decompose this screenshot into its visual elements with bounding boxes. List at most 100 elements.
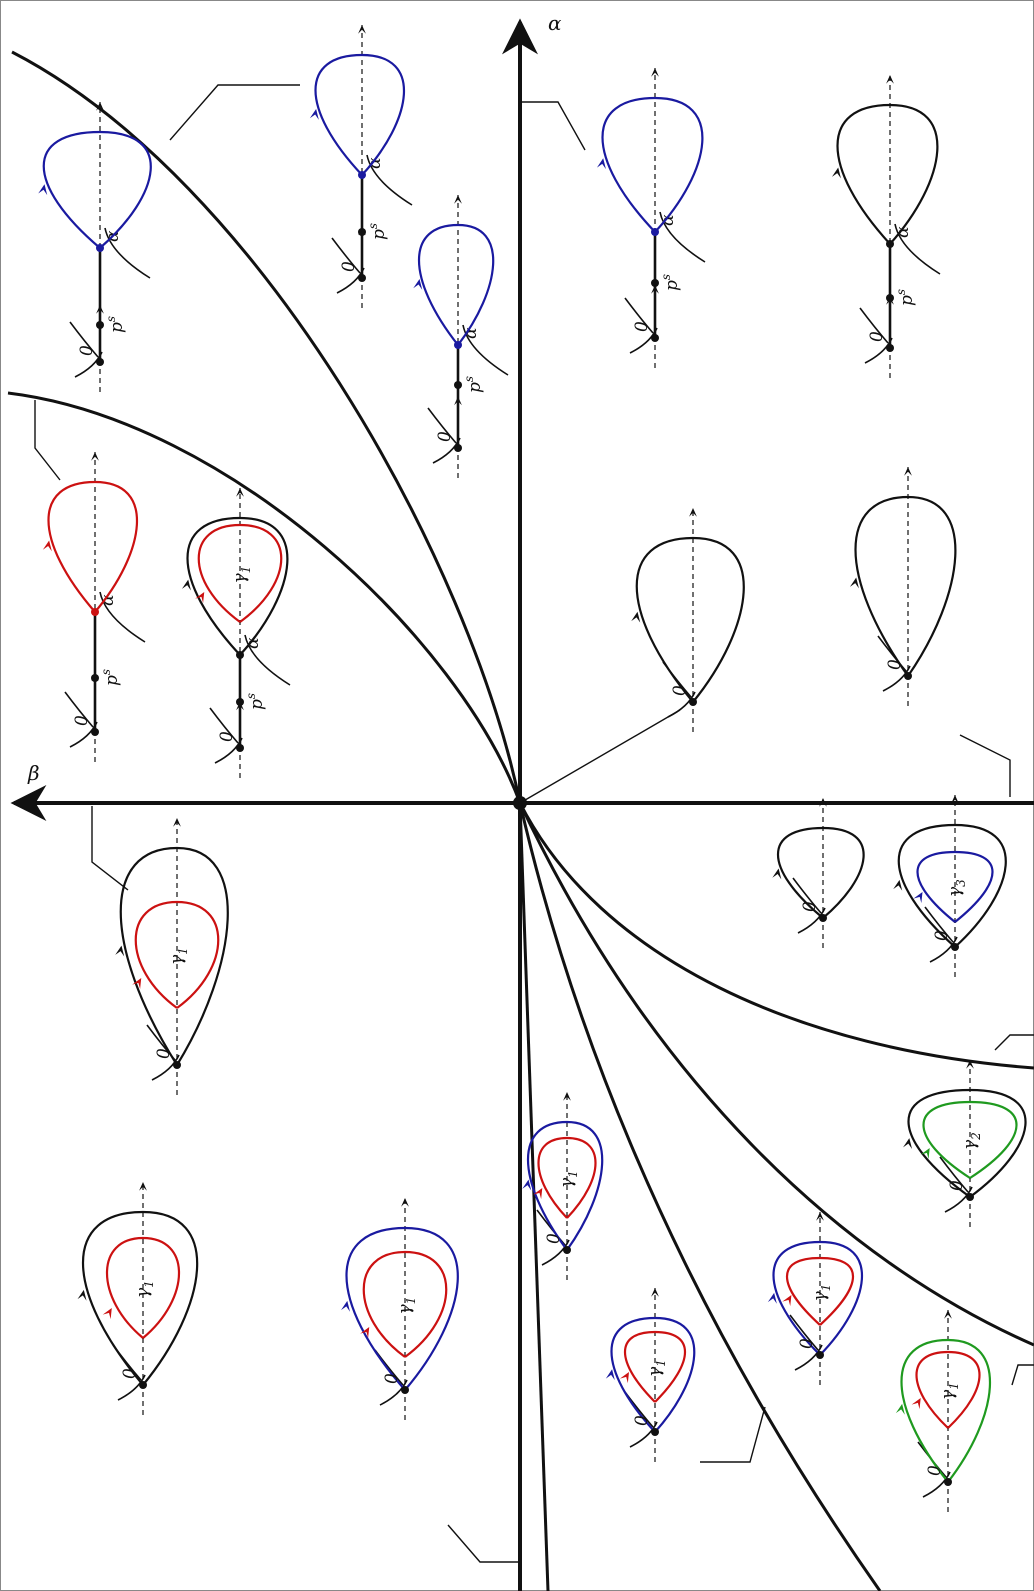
arrow-head [341, 1300, 351, 1312]
bifurcation-curve-5 [518, 802, 882, 1591]
zero-label: 0 [947, 1180, 967, 1191]
loop [345, 1226, 459, 1391]
gamma-2-label: γ2 [960, 1132, 983, 1150]
arrow-head [772, 868, 782, 880]
arrow-head [904, 467, 912, 476]
arrow-head [139, 1182, 147, 1191]
separatrix [882, 665, 911, 692]
arrow-head [77, 1289, 87, 1301]
arrow-head [886, 296, 894, 305]
equilibrium-dot [96, 244, 104, 252]
separatrix [69, 321, 99, 358]
limit-cycle [134, 900, 220, 1009]
limit-cycle [922, 1100, 1018, 1179]
portrait-q1-black-b: 0 [631, 508, 745, 732]
ps-label: ps [244, 693, 267, 710]
portrait-q3-red-b: 0γ1 [77, 1182, 199, 1415]
separatrix [104, 227, 151, 279]
bifurcation-curve-3 [518, 802, 1034, 1070]
equilibrium-dot [96, 358, 104, 366]
arrow-head [944, 1310, 952, 1319]
equilibrium-dot [886, 240, 894, 248]
separatrix [789, 1314, 819, 1351]
equilibrium-dot [563, 1246, 571, 1254]
ps-label-sup: s [244, 693, 258, 699]
arrow-head [651, 285, 659, 294]
separatrix [541, 1239, 570, 1266]
limit-cycle [915, 1350, 981, 1429]
ps-label: ps [659, 274, 682, 291]
arrow-head [236, 701, 244, 711]
ps-label-sup: s [99, 669, 113, 675]
equilibrium-dot [91, 728, 99, 736]
separatrix [427, 407, 457, 444]
zero-label: 0 [544, 1233, 564, 1244]
equilibrium-dot [91, 608, 99, 616]
separatrix [64, 691, 94, 728]
arrow-head [401, 1198, 409, 1207]
zero-label: 0 [670, 685, 690, 696]
gamma-subscript: 1 [819, 1284, 833, 1292]
arrow-head [102, 1308, 112, 1320]
ps-label-sup: s [366, 223, 380, 229]
zero-label: 0 [217, 731, 237, 742]
arrow-head [42, 540, 52, 552]
equilibrium-dot [358, 171, 366, 179]
gamma-3-label: γ3 [945, 879, 968, 897]
equilibrium-dot [966, 1193, 974, 1201]
portrait-q3-red-a: 0 γ1 [115, 818, 229, 1095]
equilibrium-dot [173, 1061, 181, 1069]
zero-label: 0 [800, 901, 820, 912]
bifurcation-curve-4 [518, 802, 1034, 1347]
arrow-head [522, 1179, 532, 1191]
gamma-1-label: γ1 [395, 1297, 418, 1315]
zero-label: 0 [632, 321, 652, 332]
loop [776, 826, 865, 919]
homoclinic-loop [417, 223, 495, 346]
loop [897, 823, 1007, 948]
arrow-head [911, 1398, 921, 1410]
gamma-1-label: γ1 [810, 1284, 833, 1302]
zero-label: 0 [867, 331, 887, 342]
gamma-1-label: γ1 [167, 947, 190, 965]
arrow-head [849, 577, 859, 589]
arrow-head [895, 1403, 905, 1415]
separatrix [629, 1421, 658, 1448]
arrow-head [309, 109, 319, 120]
equilibrium-dot [236, 744, 244, 752]
separatrix [894, 223, 941, 275]
bifurcation-curve-6 [518, 802, 550, 1591]
separatrix [117, 1374, 146, 1401]
ps-label-sup: s [462, 376, 476, 382]
gamma-1-label: γ1 [938, 1382, 961, 1400]
arrow-head [951, 795, 959, 804]
ps-label: ps [104, 316, 127, 333]
limit-cycle [623, 1330, 687, 1403]
separatrix [151, 1054, 180, 1081]
homoclinic-loop [601, 96, 704, 233]
gamma-subscript: 1 [404, 1297, 418, 1305]
arrow-head [236, 488, 244, 497]
gamma-subscript: 3 [954, 879, 968, 887]
arrow-head [358, 226, 366, 236]
separatrix [99, 591, 146, 643]
zero-label: 0 [154, 1048, 174, 1059]
ps-label: ps [462, 376, 485, 393]
gamma-1-label: γ1 [230, 566, 253, 584]
equilibrium-dot [139, 1381, 147, 1389]
arrow-head [619, 1372, 629, 1384]
arrow-head [195, 592, 205, 604]
loop [635, 536, 745, 703]
arrow-head [132, 978, 142, 990]
ps-label-sup: s [659, 274, 673, 280]
equilibrium-dot [454, 444, 462, 452]
bifurcation-curve-2 [7, 391, 522, 804]
loop [82, 1210, 199, 1386]
arrow-head [966, 1060, 974, 1069]
separatrix [366, 154, 413, 206]
portrait-q1-black-c: 0 [849, 467, 957, 706]
separatrix [624, 297, 654, 334]
